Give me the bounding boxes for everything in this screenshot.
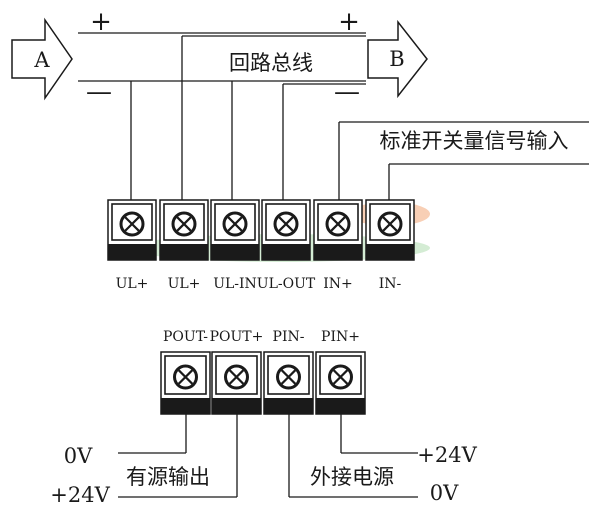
terminal-top-6-base [366,244,414,260]
terminal-top-5-screw-x2 [330,216,346,232]
terminal-top-label: UL-OUT [257,276,316,292]
active-output-label: 有源输出 [126,465,210,489]
terminal-top-1 [107,199,157,261]
terminal-bottom-4-base [316,398,365,414]
terminal-bottom-2-screw-x2 [228,369,245,385]
terminal-top-label: IN+ [323,276,353,292]
terminal-top-6 [365,199,415,261]
terminal-top-2-screw-x2 [176,216,192,232]
terminal-top-label: UL+ [168,276,201,292]
arrow-a-label: A [33,48,50,72]
right-24v-label: +24V [417,443,477,467]
terminal-top-1-screw-x2 [124,216,140,232]
terminal-bottom-label: POUT+ [210,329,264,345]
terminal-top-1-base [108,244,156,260]
minus-sign-right: — [334,77,360,107]
terminal-top-2 [159,199,209,261]
terminal-top-5 [313,199,363,261]
standard-input-label: 标准开关量信号输入 [380,129,569,153]
terminal-top-3 [210,199,260,261]
terminal-bottom-label: PIN+ [321,329,360,345]
terminal-top-label: UL+ [116,276,149,292]
arrow-b-icon [367,19,428,99]
terminal-bottom-3-screw-x2 [280,369,297,385]
terminal-top-4 [261,199,311,261]
terminal-bottom-2-base [212,398,261,414]
terminal-top-4-base [262,244,310,260]
terminal-top-4-screw-x2 [278,216,294,232]
terminal-top-6-screw-x2 [382,216,398,232]
terminal-top-5-base [314,244,362,260]
terminal-bottom-label: PIN- [273,329,305,345]
terminal-bottom-4 [315,351,366,415]
left-24v-label: +24V [50,483,110,507]
terminal-top-2-base [160,244,208,260]
terminal-bottom-label: POUT- [163,329,208,345]
arrow-a-icon [11,17,73,101]
terminal-bottom-3 [263,351,314,415]
terminal-top-3-screw-x2 [227,216,243,232]
terminal-bottom-1-base [161,398,210,414]
terminal-bottom-2 [211,351,262,415]
arrow-b-label: B [389,47,404,71]
loop-bus-label: 回路总线 [229,51,313,75]
terminal-bottom-1-screw-x2 [177,369,194,385]
terminal-bottom-4-screw-x2 [332,369,349,385]
terminal-top-label: UL-IN [213,276,257,292]
minus-sign-left: — [86,77,112,107]
terminal-bottom-3-base [264,398,313,414]
terminal-top-label: IN- [379,276,402,292]
terminal-top-3-base [211,244,259,260]
terminal-bottom-1 [160,351,211,415]
right-0v-label: 0V [430,481,459,505]
plus-sign-left: + [90,7,112,37]
left-0v-label: 0V [64,444,93,468]
external-power-label: 外接电源 [310,465,394,489]
plus-sign-right: + [338,7,360,37]
